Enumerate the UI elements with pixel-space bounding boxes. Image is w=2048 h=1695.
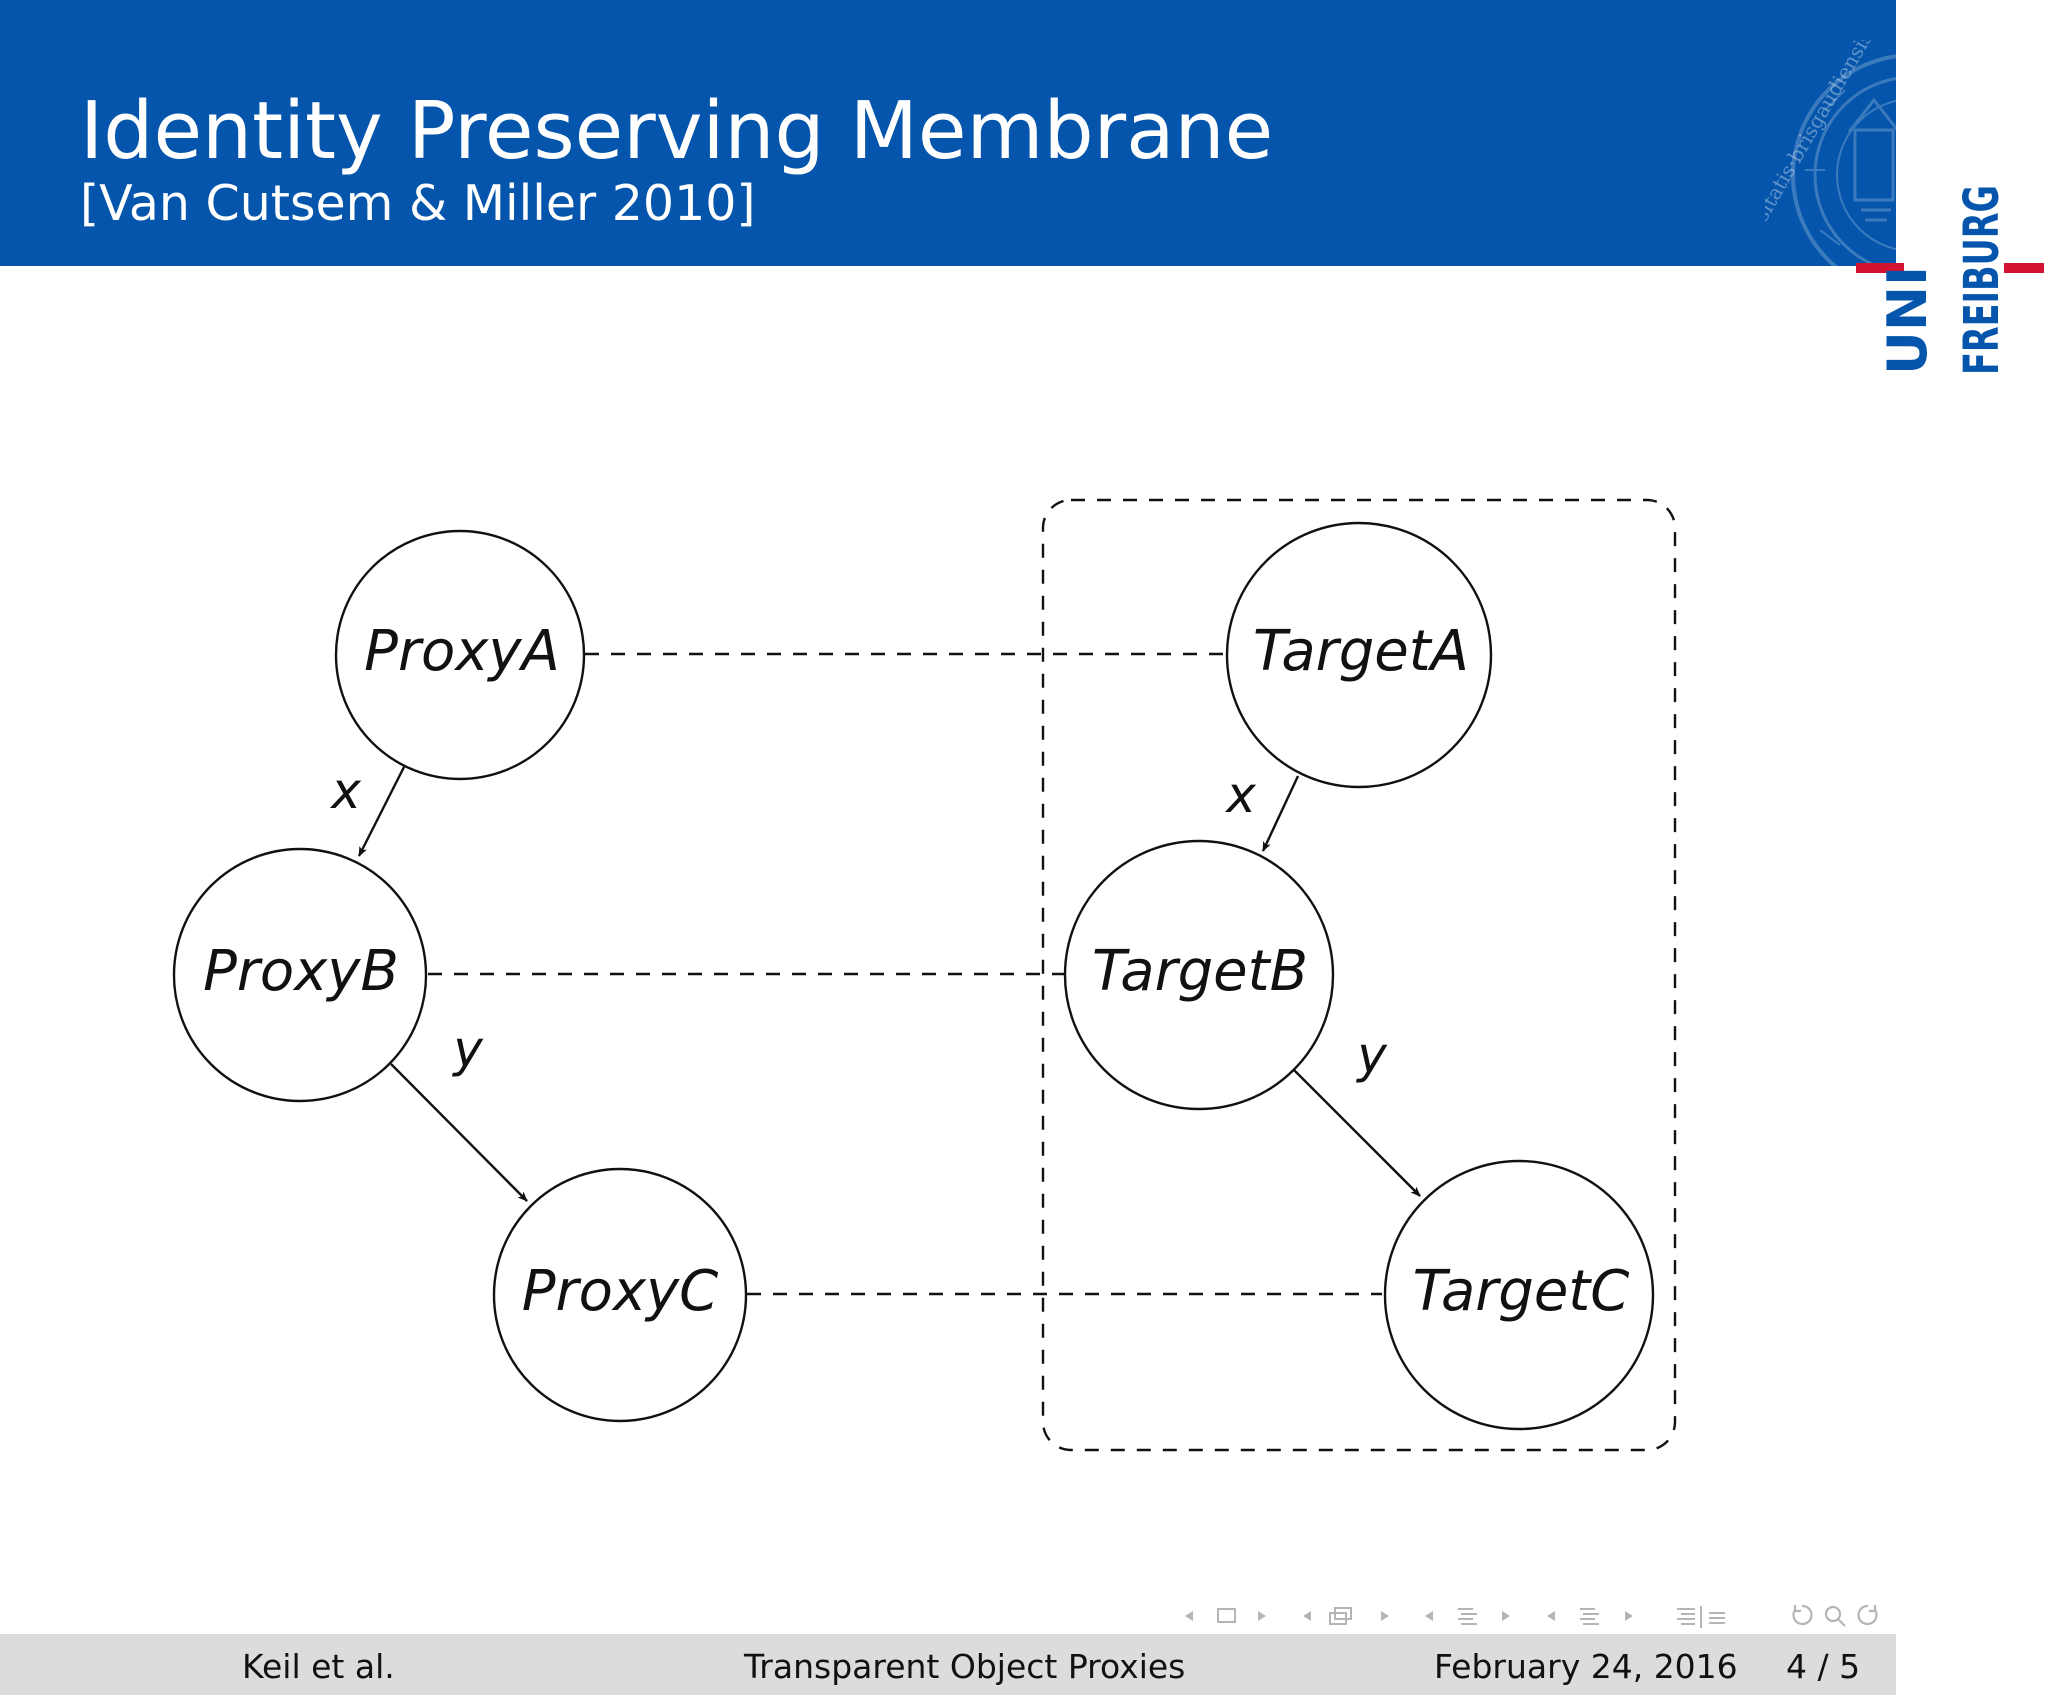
slide-footer: Keil et al. Transparent Object Proxies F… [0, 1634, 1896, 1695]
node-label-target-b: TargetB [1092, 939, 1308, 1004]
node-label-target-c: TargetC [1413, 1259, 1630, 1324]
logo-red-bar-left [1856, 263, 1904, 273]
edge-proxy-b-to-c [390, 1063, 528, 1202]
footer-page-number: 4 / 5 [1786, 1647, 1861, 1686]
node-target-b [1063, 839, 1335, 1111]
node-label-proxy-a: ProxyA [364, 619, 560, 684]
university-seal-icon: universitatis·brisgaudiensis [1765, 40, 1915, 272]
footer-author: Keil et al. [242, 1647, 395, 1686]
nav-frame-icon[interactable] [1185, 1608, 1266, 1623]
nav-list-icon[interactable] [1677, 1606, 1725, 1628]
node-proxy-b [172, 847, 428, 1103]
logo-red-bar-right [2004, 263, 2044, 273]
edge-label-proxy-x: x [329, 762, 361, 820]
node-label-proxy-c: ProxyC [522, 1259, 718, 1324]
node-label-proxy-b: ProxyB [203, 939, 399, 1004]
edge-label-target-y: y [1355, 1026, 1388, 1084]
navigation-bar [1185, 1604, 1878, 1628]
node-proxy-c [492, 1167, 748, 1423]
edge-target-b-to-c [1292, 1068, 1421, 1197]
logo-uni-text: UNI [1876, 266, 1939, 375]
uni-freiburg-logo: UNI FREIBURG [1856, 185, 2044, 375]
node-label-target-a: TargetA [1253, 619, 1469, 684]
edge-label-target-x: x [1224, 766, 1256, 824]
edge-proxy-a-to-b [357, 766, 406, 857]
nav-document-icon[interactable] [1547, 1608, 1633, 1625]
slide-header: Identity Preserving Membrane [Van Cutsem… [0, 0, 1896, 266]
slide-subtitle: [Van Cutsem & Miller 2010] [80, 175, 756, 232]
membrane-boundary [1041, 498, 1677, 1452]
footer-talk-title: Transparent Object Proxies [744, 1647, 1186, 1686]
nav-subsection-icon[interactable] [1303, 1607, 1389, 1625]
edge-target-a-to-b [1261, 775, 1300, 852]
node-target-a [1225, 521, 1493, 789]
node-target-c [1383, 1159, 1655, 1431]
edge-label-proxy-y: y [451, 1020, 484, 1078]
redo-icon[interactable] [1857, 1604, 1878, 1626]
search-icon[interactable] [1824, 1605, 1846, 1627]
node-proxy-a [334, 529, 586, 781]
footer-date: February 24, 2016 [1434, 1647, 1738, 1686]
logo-freiburg-text: FREIBURG [1954, 185, 2010, 375]
undo-icon[interactable] [1792, 1604, 1813, 1626]
slide-title: Identity Preserving Membrane [80, 85, 1274, 177]
nav-section-icon[interactable] [1425, 1608, 1510, 1625]
